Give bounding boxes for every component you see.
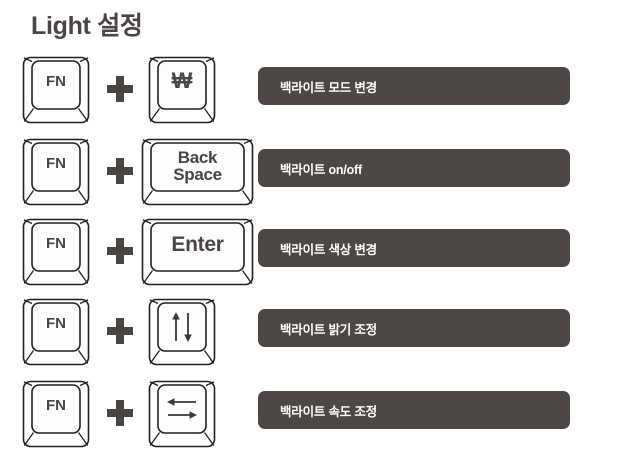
page-title: Light 설정 (31, 12, 143, 40)
shortcut-row: FN 백라이트 밝기 조정 (0, 298, 627, 376)
key-won[interactable]: ₩ (148, 56, 216, 126)
description-bar: 백라이트 밝기 조정 (258, 309, 570, 347)
key-arrow-left-right[interactable] (148, 380, 216, 450)
description-bar: 백라이트 색상 변경 (258, 229, 570, 267)
shortcut-row: FN ₩ 백라이트 모드 변경 (0, 56, 627, 134)
key-fn[interactable]: FN (22, 56, 90, 126)
plus-icon (107, 400, 133, 426)
description-text: 백라이트 색상 변경 (280, 242, 377, 257)
key-fn[interactable]: FN (22, 298, 90, 368)
plus-icon (107, 76, 133, 102)
key-fn[interactable]: FN (22, 138, 90, 208)
key-fn[interactable]: FN (22, 380, 90, 450)
plus-icon (107, 238, 133, 264)
arrow-up-down-icon (148, 311, 216, 343)
description-bar: 백라이트 모드 변경 (258, 67, 570, 105)
arrow-left-right-icon (148, 394, 216, 424)
description-bar: 백라이트 on/off (258, 149, 570, 187)
description-text: 백라이트 밝기 조정 (280, 322, 377, 337)
key-fn[interactable]: FN (22, 218, 90, 288)
key-backspace[interactable]: Back Space (141, 138, 254, 208)
shortcut-row: FN Back Space 백라이트 on/off (0, 138, 627, 216)
description-text: 백라이트 on/off (280, 162, 362, 177)
description-text: 백라이트 모드 변경 (280, 80, 377, 95)
key-arrow-up-down[interactable] (148, 298, 216, 368)
plus-icon (107, 318, 133, 344)
description-bar: 백라이트 속도 조정 (258, 391, 570, 429)
key-enter[interactable]: Enter (141, 218, 254, 288)
description-text: 백라이트 속도 조정 (280, 404, 377, 419)
plus-icon (107, 158, 133, 184)
shortcut-row: FN Enter 백라이트 색상 변경 (0, 218, 627, 296)
shortcut-row: FN 백라이트 속도 조정 (0, 380, 627, 458)
